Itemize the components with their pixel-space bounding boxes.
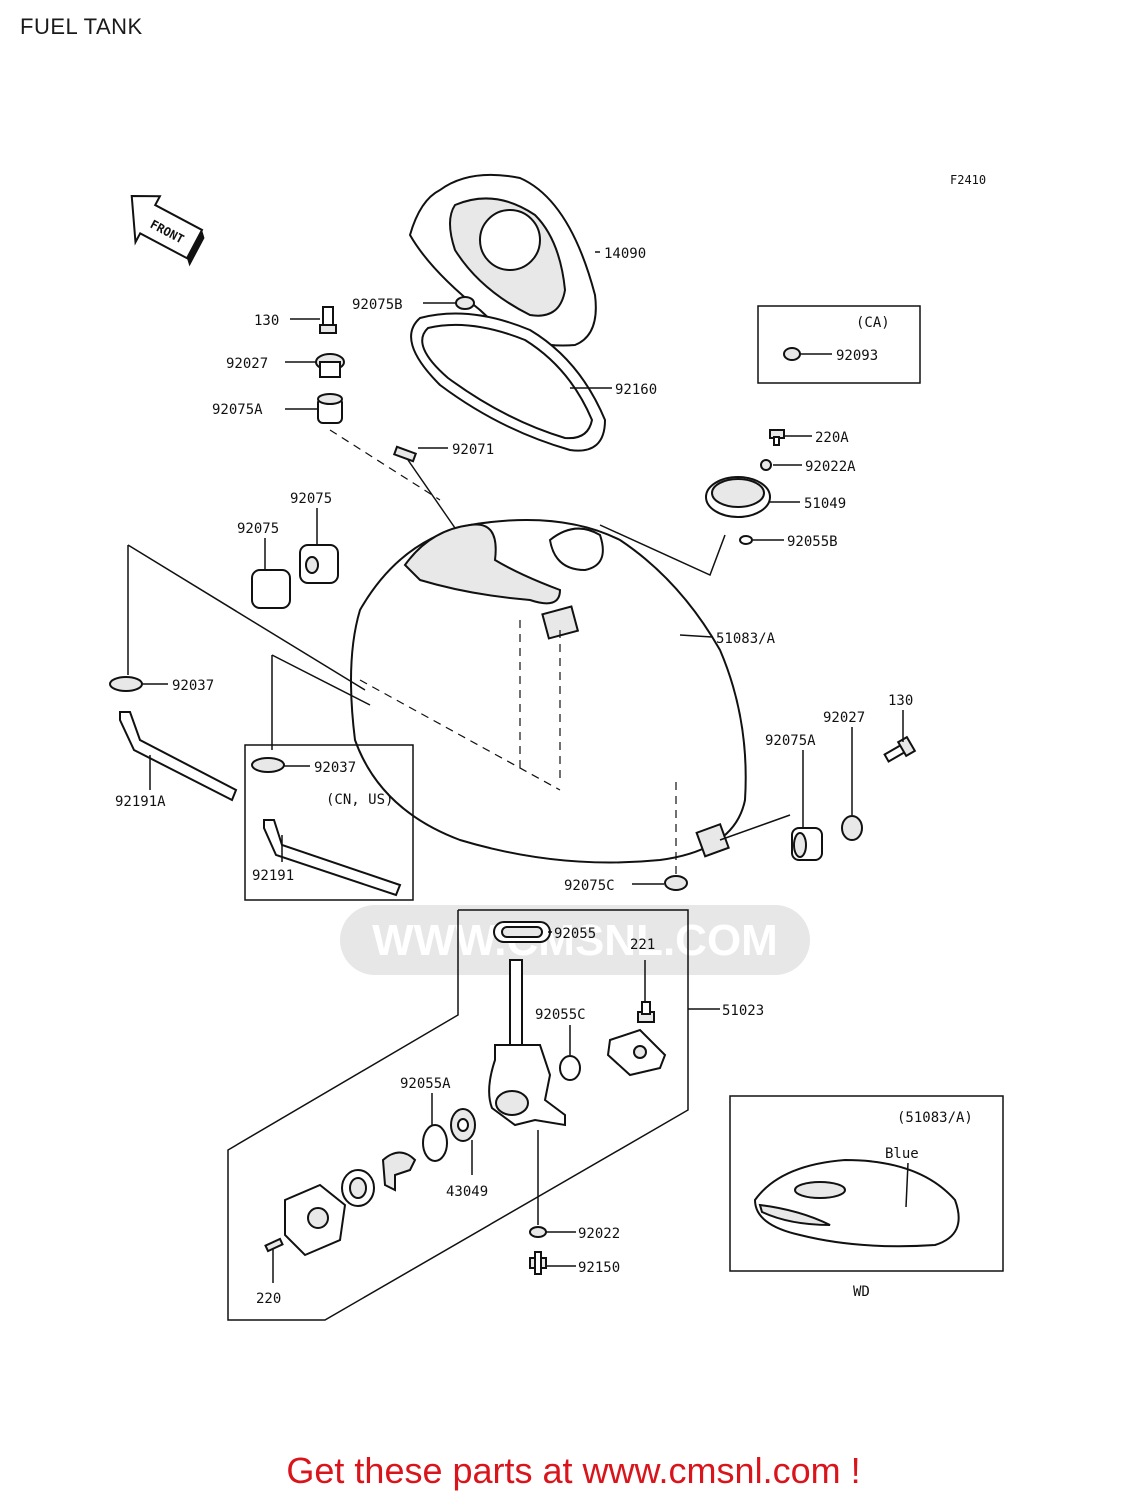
part-92027-washer <box>315 353 345 378</box>
part-130-bolt <box>319 306 337 334</box>
part-lever <box>381 1151 417 1192</box>
part-92075A-damper <box>317 393 343 424</box>
label-43049: 43049 <box>446 1184 488 1200</box>
label-130-top: 130 <box>254 313 279 329</box>
part-130-bolt-right <box>883 735 917 763</box>
ca-variant-box <box>757 305 921 384</box>
part-43049-filter <box>450 1108 476 1142</box>
part-92071-pin <box>392 445 418 463</box>
label-51023: 51023 <box>722 1003 764 1019</box>
inset-tank-blue <box>753 1158 960 1248</box>
label-92075-left: 92075 <box>237 521 279 537</box>
label-92075C: 92075C <box>564 878 615 894</box>
part-92191A-hose <box>119 711 238 802</box>
front-arrow-icon: FRONT <box>130 194 205 267</box>
part-92075-damper-right <box>299 544 339 584</box>
part-92075-damper-left <box>251 569 291 609</box>
label-92071: 92071 <box>452 442 494 458</box>
label-92150: 92150 <box>578 1260 620 1276</box>
part-92022-washer <box>529 1226 547 1238</box>
color-label-blue: Blue <box>885 1146 919 1162</box>
label-92093: 92093 <box>836 348 878 364</box>
part-92150-bolt <box>529 1251 547 1275</box>
label-92075-right: 92075 <box>290 491 332 507</box>
label-14090: 14090 <box>604 246 646 262</box>
label-220: 220 <box>256 1291 281 1307</box>
label-92075A-top: 92075A <box>212 402 263 418</box>
part-seal-ring <box>341 1169 375 1207</box>
part-51049-cap <box>705 476 771 518</box>
wd-label: WD <box>853 1284 870 1300</box>
figure-code: F2410 <box>950 173 986 187</box>
ca-label: (CA) <box>856 315 890 331</box>
part-92037-clip-lower <box>251 757 285 773</box>
label-92027-right: 92027 <box>823 710 865 726</box>
part-92055A-oring <box>422 1124 448 1162</box>
part-221-screw <box>637 1001 655 1023</box>
label-92160: 92160 <box>615 382 657 398</box>
label-51083A: 51083/A <box>716 631 776 647</box>
part-92022A-washer <box>760 459 772 471</box>
cn-us-variant-box <box>244 744 414 901</box>
part-92027-washer-right <box>841 815 863 841</box>
inset-ref-label: (51083/A) <box>897 1110 973 1126</box>
label-92022: 92022 <box>578 1226 620 1242</box>
label-92075A-right: 92075A <box>765 733 816 749</box>
watermark-text: WWW.CMSNL.COM <box>372 916 778 965</box>
label-92055: 92055 <box>554 926 596 942</box>
part-92075B <box>455 296 475 310</box>
label-51049: 51049 <box>804 496 846 512</box>
label-92191: 92191 <box>252 868 294 884</box>
label-130-right: 130 <box>888 693 913 709</box>
part-92075A-damper-right <box>791 827 823 861</box>
petcock-group-outline <box>227 909 689 1321</box>
cn-us-label: (CN, US) <box>326 792 393 808</box>
label-221: 221 <box>630 937 655 953</box>
part-51083A-fuel-tank <box>350 519 747 864</box>
label-92191A: 92191A <box>115 794 166 810</box>
label-92027-top: 92027 <box>226 356 268 372</box>
label-92055C: 92055C <box>535 1007 586 1023</box>
part-14090-tank-cover <box>408 173 597 347</box>
part-92055-gasket <box>493 921 551 943</box>
page-title: FUEL TANK <box>20 14 143 39</box>
wd-inset-box <box>729 1095 1004 1272</box>
footer-cta[interactable]: Get these parts at www.cmsnl.com ! <box>286 1450 861 1491</box>
label-92075B: 92075B <box>352 297 403 313</box>
label-92037-lower: 92037 <box>314 760 356 776</box>
part-92075C-grommet <box>664 875 688 891</box>
part-92037-clip-upper <box>109 676 143 692</box>
part-220-screw <box>264 1237 284 1253</box>
label-92055A: 92055A <box>400 1076 451 1092</box>
label-92022A: 92022A <box>805 459 856 475</box>
part-cover-plate <box>606 1028 667 1077</box>
part-51023-petcock <box>488 959 566 1127</box>
part-92055C-oring <box>559 1055 581 1081</box>
part-92191-hose <box>263 819 402 897</box>
label-220A: 220A <box>815 430 849 446</box>
part-220A-screw <box>769 429 785 446</box>
part-base-plate <box>284 1183 347 1257</box>
label-92055B: 92055B <box>787 534 838 550</box>
label-92037-upper: 92037 <box>172 678 214 694</box>
part-92093-nut <box>783 347 801 361</box>
exploded-parts-diagram: WWW.CMSNL.COM F2410 FRONT 14090 92075B 9… <box>109 173 1004 1321</box>
part-92055B-oring <box>739 535 753 545</box>
